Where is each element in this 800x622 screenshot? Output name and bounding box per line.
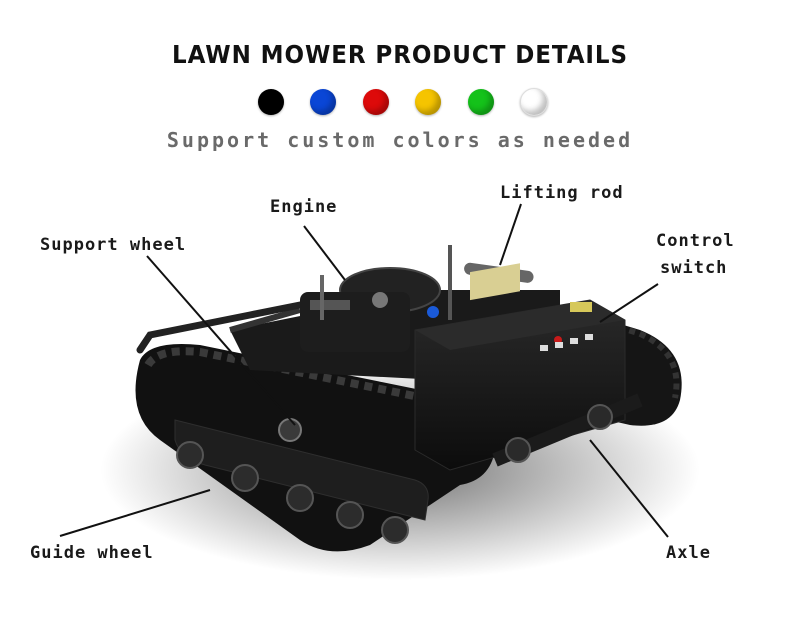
lifting-rod-leader — [499, 203, 522, 266]
axle — [492, 393, 643, 467]
color-swatch-green[interactable] — [467, 89, 494, 115]
color-swatch-black[interactable] — [258, 89, 284, 115]
color-swatch-red[interactable] — [362, 89, 389, 115]
label-guide-wheel: Guide wheel — [30, 543, 154, 563]
leader-lines — [59, 203, 669, 538]
label-axle: Axle — [666, 543, 711, 563]
label-control-switch-line2: switch — [660, 258, 728, 278]
label-lifting-rod: Lifting rod — [500, 183, 624, 203]
support-wheel-leader — [146, 255, 296, 426]
guide-wheel-leader — [59, 489, 211, 537]
page-title: LAWN MOWER PRODUCT DETAILS — [172, 40, 628, 69]
control-box — [414, 263, 626, 471]
left-track — [135, 344, 496, 552]
subtitle: Support custom colors as needed — [166, 128, 634, 152]
support-wheel — [278, 418, 302, 442]
axle-leader — [589, 439, 669, 538]
label-engine: Engine — [270, 197, 338, 217]
engine-leader — [303, 225, 346, 281]
label-control-switch-line1: Control — [656, 231, 735, 251]
engine — [300, 267, 441, 352]
color-swatch-blue[interactable] — [310, 89, 337, 115]
color-swatch-white[interactable] — [519, 88, 548, 116]
color-swatches — [258, 88, 548, 116]
guide-wheels — [176, 441, 409, 544]
color-swatch-yellow[interactable] — [415, 89, 442, 115]
control-switch-leader — [599, 283, 659, 323]
label-support-wheel: Support wheel — [40, 235, 187, 255]
